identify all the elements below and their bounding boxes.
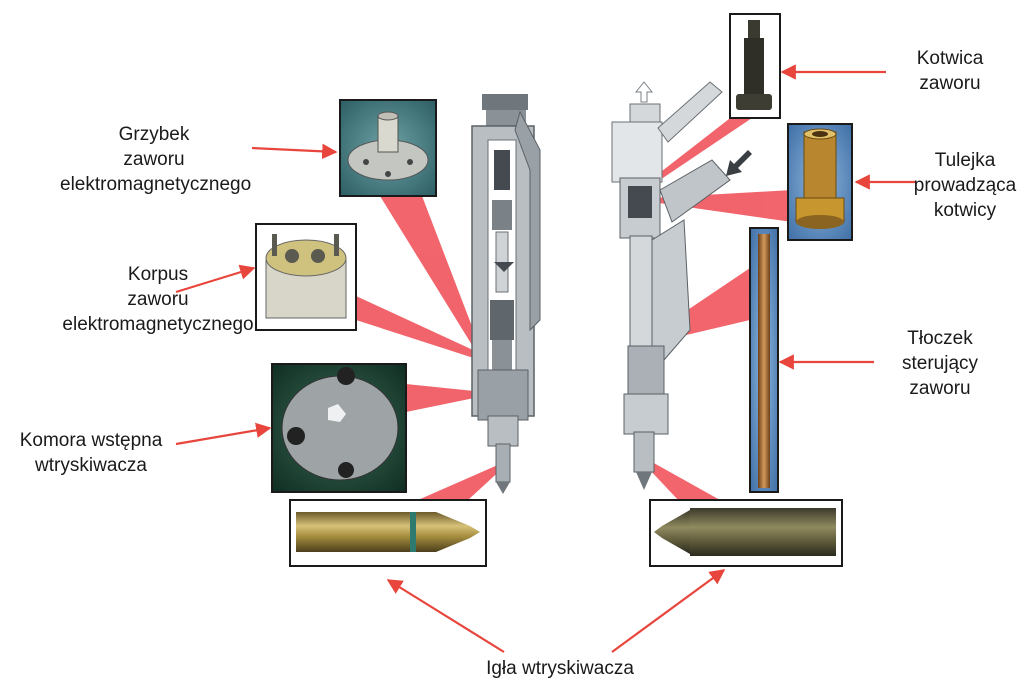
- label-igla: Igła wtryskiwacza: [440, 656, 680, 681]
- red-arrow-icon: [611, 569, 726, 653]
- red-arrow-icon: [175, 422, 272, 446]
- label-tloczek: Tłoczek sterujący zaworu: [880, 326, 1000, 401]
- callout-grzybek: [380, 196, 478, 345]
- label-grzybek-line1: Grzybek: [118, 124, 190, 145]
- label-kotwica-line2: zaworu: [919, 73, 981, 94]
- label-igla-line1: Igła wtryskiwacza: [486, 658, 634, 679]
- label-grzybek: Grzybek zaworu elektromagnetycznego: [60, 122, 252, 197]
- label-tulejka-line2: prowadząca: [913, 175, 1017, 196]
- label-tulejka: Tulejka prowadząca kotwicy: [906, 148, 1024, 223]
- photo-igla-right: [649, 499, 843, 567]
- callout-igla-left: [418, 464, 505, 500]
- label-grzybek-line2: zaworu: [123, 149, 185, 170]
- label-kotwica-line1: Kotwica: [916, 48, 984, 69]
- red-arrow-icon: [251, 143, 338, 160]
- label-korpus-line2: zaworu: [127, 289, 189, 310]
- label-komora: Komora wstępna wtryskiwacza: [0, 428, 182, 478]
- injector-left: [471, 94, 541, 494]
- label-komora-line2: wtryskiwacza: [35, 455, 147, 476]
- photo-igla-left: [289, 499, 487, 567]
- photo-kotwica: [729, 13, 781, 119]
- label-tulejka-line1: Tulejka: [934, 150, 996, 171]
- callout-kotwica: [644, 112, 752, 188]
- callout-korpus: [356, 296, 486, 362]
- photo-korpus: [255, 223, 357, 331]
- callout-igla-right: [648, 462, 720, 502]
- callout-wedges: [356, 112, 792, 502]
- red-arrow-icon: [175, 264, 256, 294]
- photo-komora: [271, 363, 407, 493]
- red-arrow-icon: [386, 579, 505, 653]
- photo-tulejka: [787, 123, 853, 241]
- injector-right: [611, 81, 752, 490]
- label-grzybek-line3: elektromagnetycznego: [60, 174, 252, 195]
- label-korpus-line1: Korpus: [127, 264, 189, 285]
- label-komora-line1: Komora wstępna: [19, 430, 163, 451]
- label-korpus-line3: elektromagnetycznego: [62, 314, 254, 335]
- callout-komora: [406, 384, 484, 412]
- fuel-inlet-arrow-icon: [726, 150, 752, 176]
- label-tloczek-line2: sterujący: [901, 353, 979, 374]
- label-tulejka-line3: kotwicy: [933, 200, 997, 221]
- flow-arrow-icon: [634, 81, 654, 103]
- arrows: [175, 64, 916, 653]
- photo-tloczek: [749, 227, 779, 493]
- label-korpus: Korpus zaworu elektromagnetycznego: [40, 262, 276, 337]
- photo-grzybek: [339, 99, 437, 197]
- label-tloczek-line1: Tłoczek: [907, 328, 973, 349]
- label-kotwica: Kotwica zaworu: [890, 46, 1010, 96]
- label-tloczek-line3: zaworu: [909, 378, 971, 399]
